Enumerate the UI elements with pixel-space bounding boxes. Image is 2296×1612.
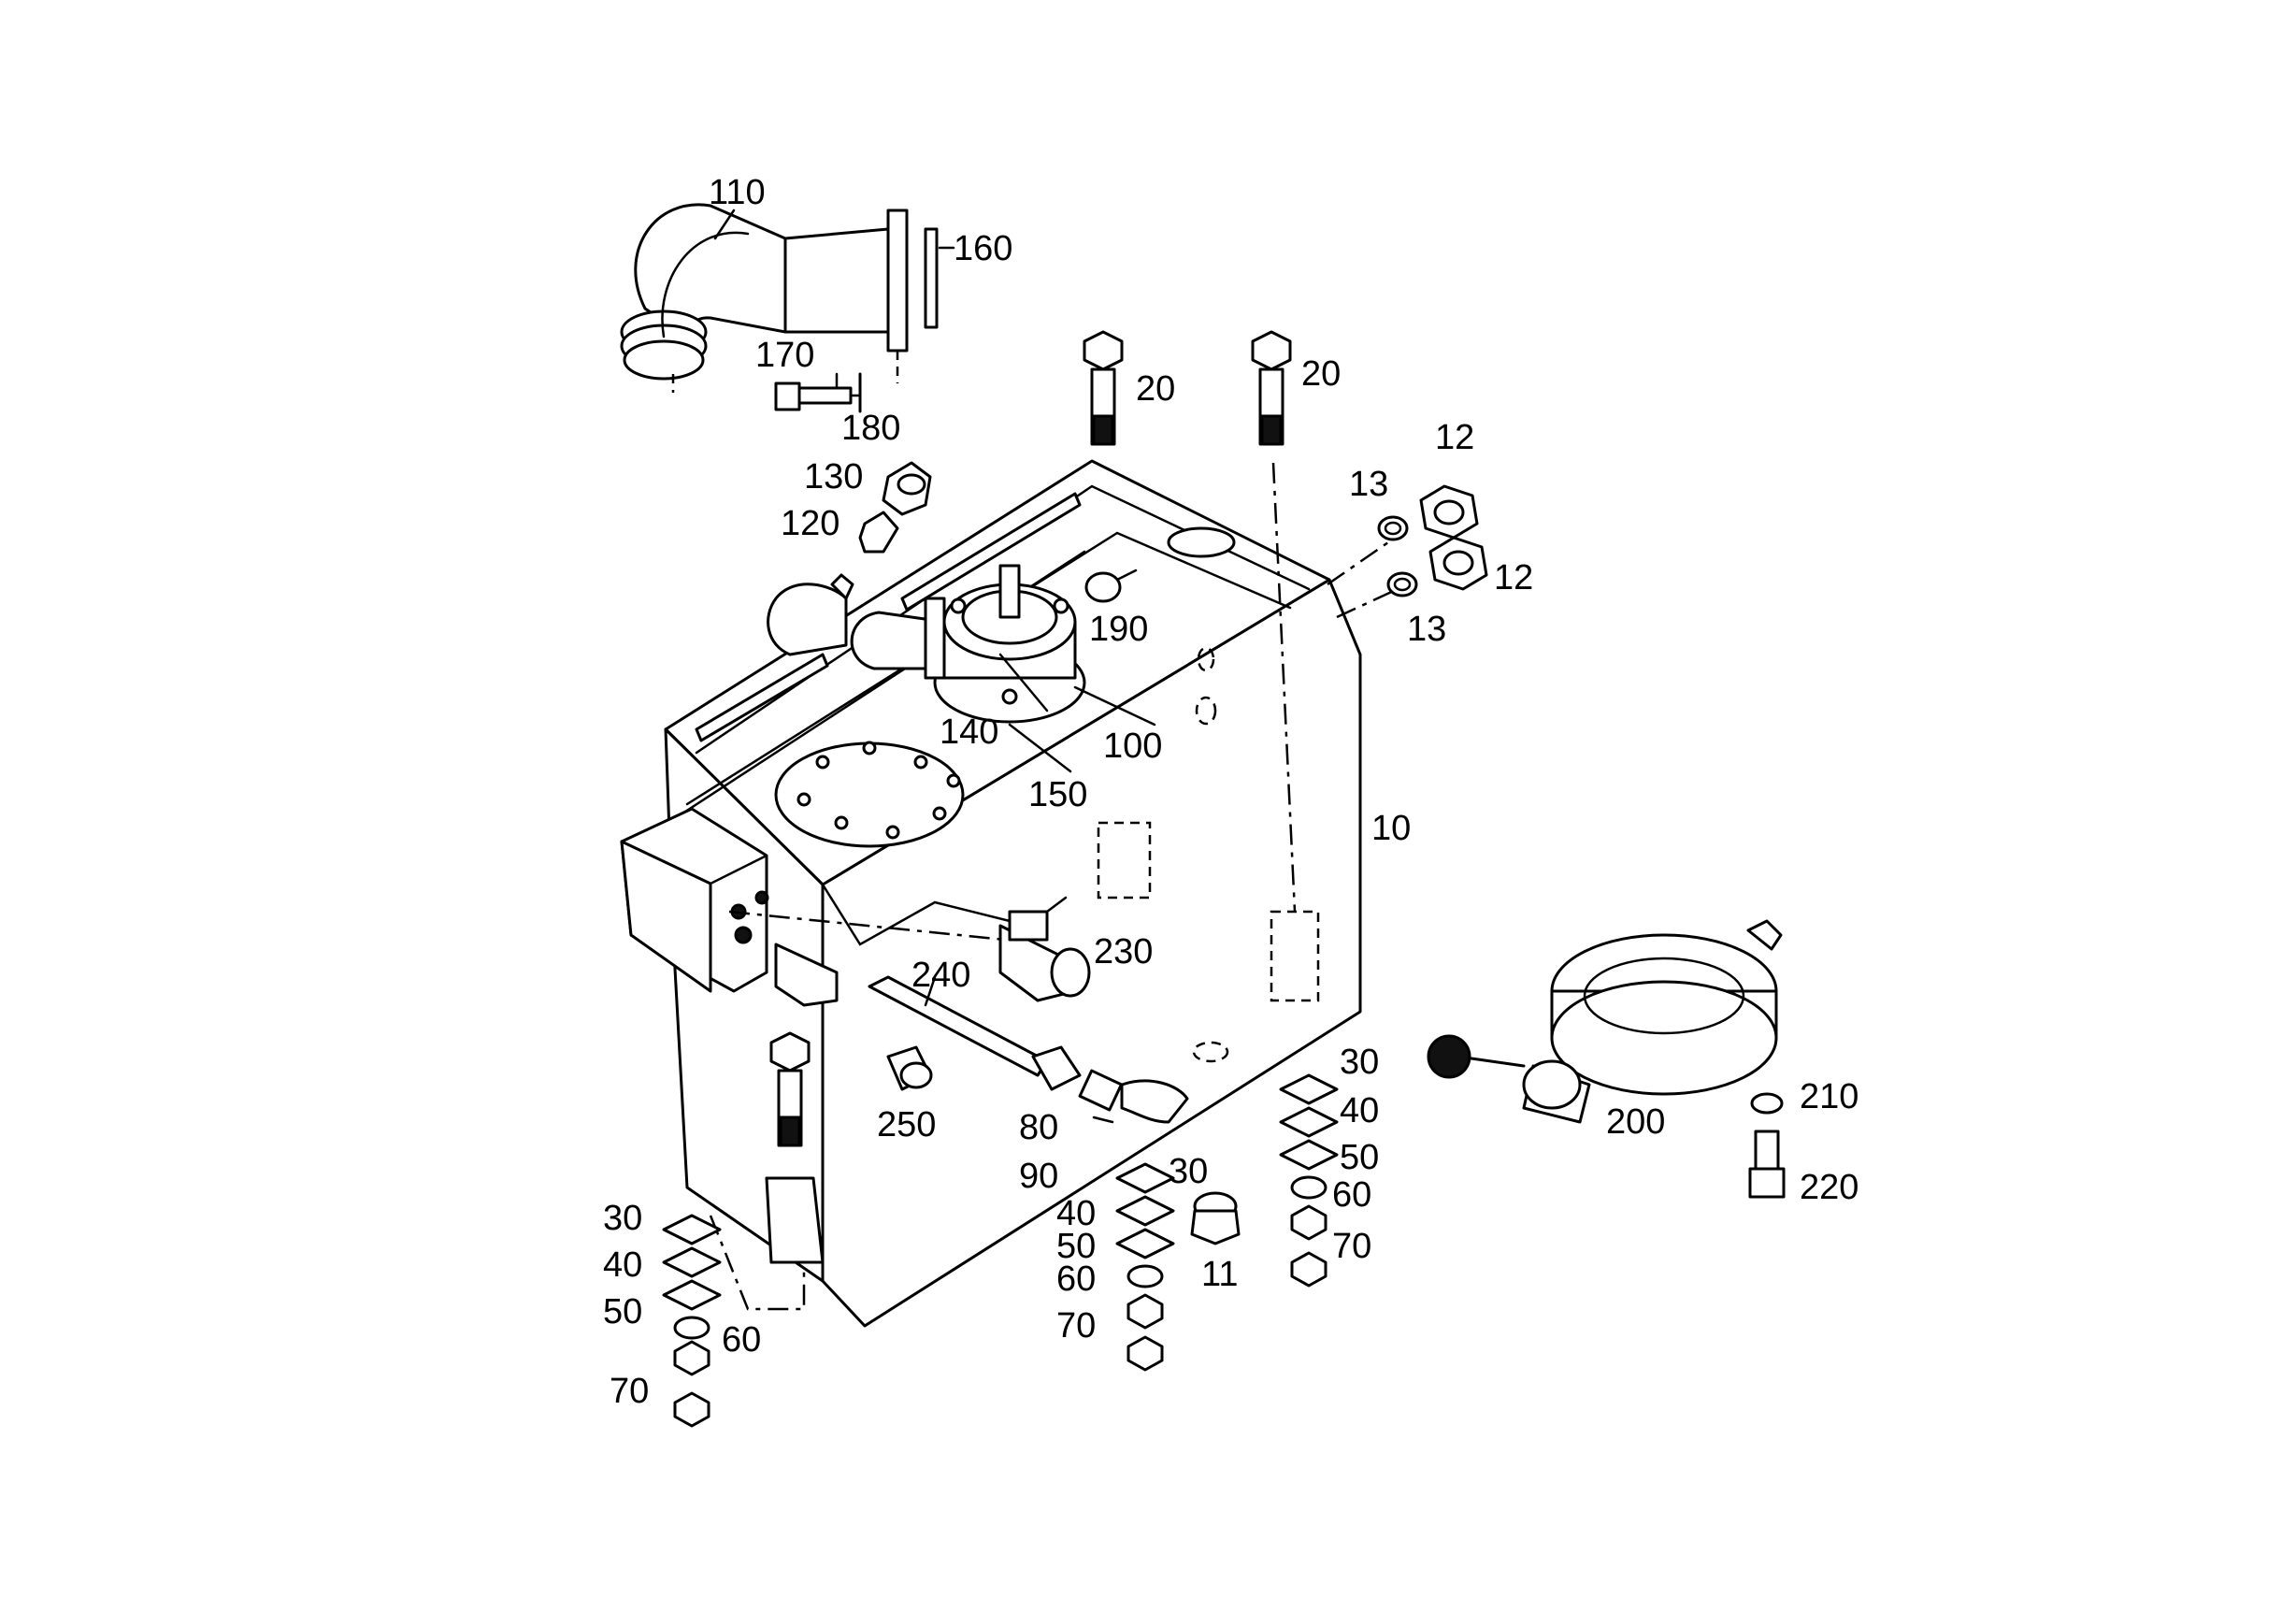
label-80: 80 [1019, 1108, 1058, 1147]
part-12-plug-lower [1428, 536, 1488, 591]
washer-stack-middle [1115, 1162, 1175, 1372]
label-140: 140 [940, 712, 998, 752]
part-210-washer [1750, 1092, 1784, 1115]
label-30-right: 30 [1340, 1043, 1379, 1082]
part-230-fitting [998, 910, 1091, 1002]
part-11-plug [1190, 1191, 1241, 1245]
label-190: 190 [1089, 610, 1148, 649]
label-150: 150 [1028, 775, 1087, 814]
cover-bolts [796, 741, 961, 840]
part-13-seal-lower [1386, 571, 1418, 597]
label-60-left: 60 [722, 1320, 761, 1360]
label-180: 180 [841, 409, 900, 448]
label-50-right: 50 [1340, 1138, 1379, 1177]
label-70-left: 70 [610, 1372, 649, 1411]
label-40-left: 40 [603, 1245, 642, 1285]
label-12-lower: 12 [1494, 558, 1533, 597]
part-170-bolt [774, 372, 862, 413]
part-110-elbow-pipe [620, 203, 939, 393]
part-20-bolt-right [1251, 330, 1292, 446]
label-50-middle: 50 [1056, 1227, 1096, 1266]
label-13-upper: 13 [1349, 465, 1388, 504]
part-20-bolt-left [1083, 330, 1124, 446]
part-190-plug [1084, 569, 1138, 603]
part-220-screw [1748, 1130, 1786, 1199]
part-240-pipe [868, 975, 1189, 1124]
label-250: 250 [877, 1105, 936, 1144]
label-90: 90 [1019, 1157, 1058, 1196]
label-11: 11 [1201, 1255, 1238, 1294]
label-30-left: 30 [603, 1199, 642, 1238]
label-200: 200 [1606, 1102, 1665, 1142]
label-100: 100 [1103, 727, 1162, 766]
label-110: 110 [709, 173, 766, 212]
part-120-adapter [858, 511, 899, 554]
part-130-nut [882, 461, 932, 516]
label-10: 10 [1371, 809, 1411, 848]
part-12-plug-upper [1419, 484, 1479, 540]
label-210: 210 [1800, 1077, 1858, 1116]
part-20-bolt-lower [765, 1031, 825, 1264]
label-170: 170 [755, 336, 814, 375]
label-12-upper: 12 [1435, 418, 1474, 457]
part-13-seal-upper [1377, 515, 1409, 541]
part-200-valve [1427, 919, 1783, 1124]
label-60-middle: 60 [1056, 1259, 1096, 1299]
label-70-right: 70 [1332, 1227, 1371, 1266]
label-120: 120 [781, 504, 839, 543]
label-20-left: 20 [1136, 369, 1175, 409]
junction-box [620, 807, 839, 1007]
part-100-flange-assembly [767, 564, 1086, 724]
washer-stack-left [662, 1214, 722, 1428]
label-240: 240 [911, 956, 970, 995]
label-230: 230 [1094, 932, 1153, 972]
label-13-lower: 13 [1407, 610, 1446, 649]
label-70-middle: 70 [1056, 1306, 1096, 1346]
part-labels: 110 160 170 180 20 20 12 13 12 13 130 12… [603, 173, 1858, 1411]
label-130: 130 [804, 457, 863, 497]
label-60-right: 60 [1332, 1175, 1371, 1215]
washer-stack-right [1279, 1073, 1339, 1288]
leader-lines [713, 209, 1156, 1124]
label-20-right: 20 [1301, 354, 1341, 394]
label-40-middle: 40 [1056, 1194, 1096, 1233]
label-220: 220 [1800, 1168, 1858, 1207]
label-160: 160 [954, 229, 1012, 268]
label-30-middle: 30 [1169, 1152, 1208, 1191]
part-250-plug [886, 1045, 933, 1091]
label-50-left: 50 [603, 1292, 642, 1331]
label-40-right: 40 [1340, 1091, 1379, 1130]
